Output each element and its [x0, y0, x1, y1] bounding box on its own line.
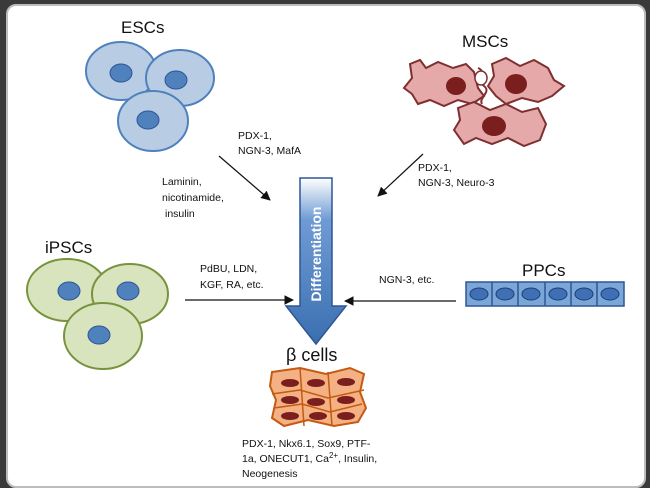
- ipscs-cell-cluster: iPSCs: [26, 238, 169, 370]
- factor-text: PDX-1,: [418, 162, 452, 174]
- ppc-cells: [469, 282, 620, 306]
- escs-factors-top: PDX-1, NGN-3, MafA: [238, 130, 301, 157]
- beta-cells-label: β cells: [286, 345, 337, 365]
- escs-factors-left: Laminin, nicotinamide, insulin: [162, 176, 224, 220]
- factor-text: KGF, RA, etc.: [200, 279, 264, 291]
- escs-label: ESCs: [121, 18, 164, 37]
- ppcs-factors: NGN-3, etc.: [379, 274, 434, 286]
- marker-line: 1a, ONECUT1, Ca2+, Insulin,: [242, 451, 377, 465]
- differentiation-label: Differentiation: [308, 207, 324, 302]
- differentiation-diagram: ESCs MSCs iPSCs: [26, 18, 625, 480]
- ppcs-label: PPCs: [522, 261, 565, 280]
- factor-text: PdBU, LDN,: [200, 263, 257, 275]
- beta-cells-cluster: β cells: [268, 345, 368, 428]
- ipsc-cell: [63, 302, 143, 370]
- escs-cell-cluster: ESCs: [85, 18, 215, 152]
- msc-cell: [486, 56, 566, 106]
- arrow-escs: [218, 155, 271, 201]
- ipscs-factors: PdBU, LDN, KGF, RA, etc.: [200, 263, 264, 291]
- beta-markers: PDX-1, Nkx6.1, Sox9, PTF- 1a, ONECUT1, C…: [242, 438, 377, 480]
- differentiation-arrow: Differentiation: [284, 177, 348, 346]
- factor-text: NGN-3, Neuro-3: [418, 177, 495, 189]
- figure-frame: ESCs MSCs iPSCs: [6, 4, 646, 488]
- factor-text: nicotinamide,: [162, 192, 224, 204]
- msc-cell: [402, 58, 486, 108]
- msc-cell: [452, 100, 548, 148]
- ppcs-cell-row: PPCs: [465, 261, 625, 307]
- marker-line: PDX-1, Nkx6.1, Sox9, PTF-: [242, 438, 371, 450]
- factor-text: insulin: [165, 208, 195, 220]
- mscs-cell-cluster: MSCs: [402, 32, 566, 148]
- esc-cell: [117, 90, 189, 152]
- ipscs-label: iPSCs: [45, 238, 92, 257]
- factor-text: PDX-1,: [238, 130, 272, 142]
- arrow-mscs: [377, 153, 424, 197]
- factor-text: Laminin,: [162, 176, 202, 188]
- beta-cell-block: [268, 366, 368, 428]
- factor-text: NGN-3, MafA: [238, 145, 301, 157]
- mscs-label: MSCs: [462, 32, 508, 51]
- mscs-factors: PDX-1, NGN-3, Neuro-3: [418, 162, 495, 189]
- marker-line: Neogenesis: [242, 468, 297, 480]
